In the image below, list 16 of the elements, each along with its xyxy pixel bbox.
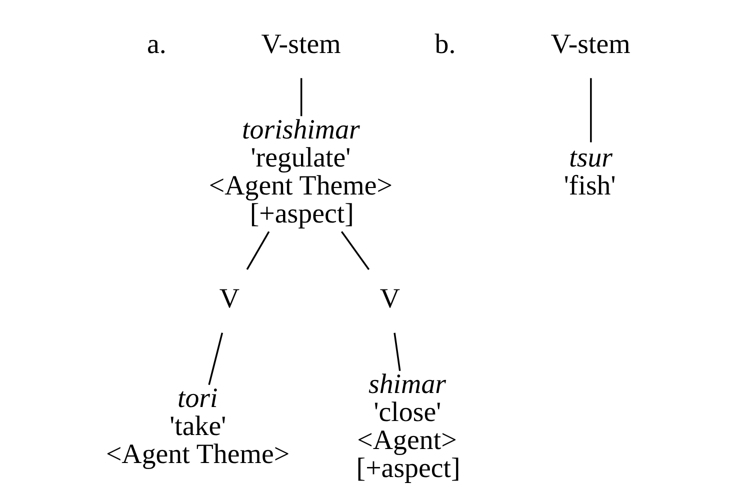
connector: [208, 332, 223, 386]
node-text: V: [218, 284, 240, 315]
connector: [300, 78, 302, 116]
node-text: V: [379, 284, 400, 315]
connector: [340, 231, 370, 270]
node-text: torishimar 'regulate' <Agent Theme> [+aspect]: [208, 114, 392, 230]
node-text: tori 'take' <Agent Theme>: [105, 383, 290, 470]
connector: [246, 231, 270, 270]
label: a.: [146, 29, 166, 60]
connector: [590, 78, 592, 142]
node-text: V-stem: [260, 29, 340, 60]
label: b.: [434, 29, 456, 60]
node-text: shimar 'close' <Agent> [+aspect]: [356, 369, 460, 484]
node-text: tsur 'fish': [563, 142, 616, 202]
connector: [393, 332, 400, 371]
node-text: V-stem: [550, 29, 630, 60]
